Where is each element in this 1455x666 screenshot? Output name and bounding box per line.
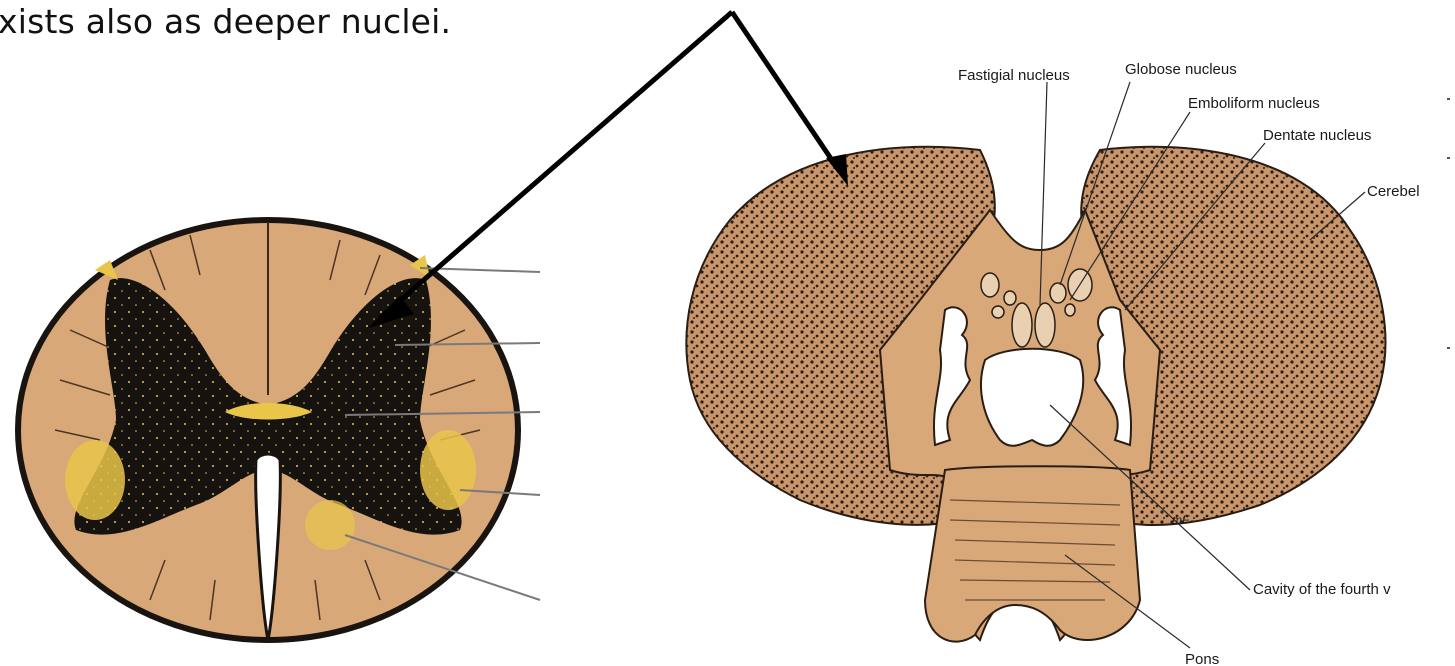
label-globose-nucleus: Globose nucleus <box>1125 61 1237 78</box>
right-edge-marks <box>1447 98 1450 349</box>
label-pons: Pons <box>1185 651 1219 666</box>
label-dentate-nucleus: Dentate nucleus <box>1263 127 1371 144</box>
spinal-cord-section <box>18 220 540 640</box>
arrow-shaft-right <box>732 12 840 172</box>
arrow-shaft-left <box>380 12 732 318</box>
ventral-tract-highlight <box>305 500 355 550</box>
label-fastigial-nucleus: Fastigial nucleus <box>958 67 1070 84</box>
lateral-tract-highlight-right <box>420 430 476 510</box>
label-cerebellum: Cerebel <box>1367 183 1420 200</box>
cerebellum-section <box>686 82 1385 648</box>
label-emboliform-nucleus: Emboliform nucleus <box>1188 95 1320 112</box>
lateral-tract-highlight-left <box>65 440 125 520</box>
pons-region <box>925 466 1140 641</box>
label-fourth-ventricle: Cavity of the fourth v <box>1253 581 1391 598</box>
label-mf: mF <box>1172 513 1190 527</box>
